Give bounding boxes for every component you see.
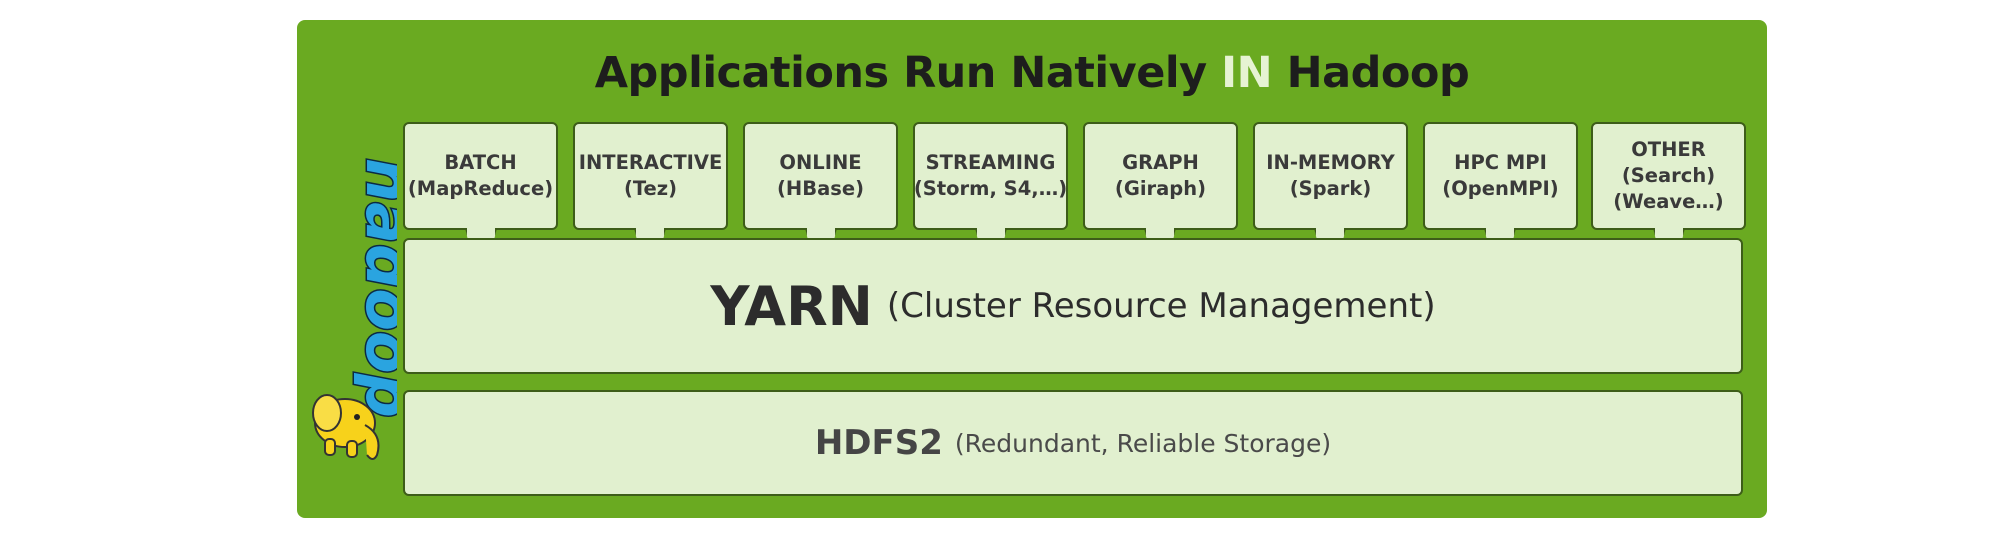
- hdfs-description: (Redundant, Reliable Storage): [954, 428, 1332, 458]
- app-other: OTHER (Search) (Weave…): [1591, 122, 1746, 230]
- app-engine: (Giraph): [1114, 177, 1207, 200]
- app-hpc-mpi: HPC MPI (OpenMPI): [1423, 122, 1578, 230]
- app-graph: GRAPH (Giraph): [1083, 122, 1238, 230]
- app-engine: (Storm, S4,…): [913, 177, 1068, 200]
- yarn-description: (Cluster Resource Management): [886, 286, 1436, 326]
- title-main: Applications Run Natively: [594, 48, 1207, 98]
- yarn-name: YARN: [710, 274, 873, 338]
- app-engine: (Tez): [623, 177, 678, 200]
- app-engine: (Spark): [1289, 177, 1372, 200]
- app-in-memory: IN-MEMORY (Spark): [1253, 122, 1408, 230]
- hdfs-name: HDFS2: [814, 423, 943, 463]
- app-engine: (MapReduce): [407, 177, 554, 200]
- app-type: BATCH: [444, 150, 517, 174]
- elephant-icon: [312, 394, 380, 460]
- title-highlight: IN: [1221, 48, 1273, 98]
- hadoop-logo: hadoop: [312, 157, 397, 460]
- hdfs-layer: HDFS2 (Redundant, Reliable Storage): [403, 390, 1743, 496]
- app-type: HPC MPI: [1454, 150, 1547, 174]
- diagram-title: Applications Run Natively IN Hadoop: [297, 48, 1767, 98]
- app-type: OTHER: [1631, 137, 1706, 161]
- app-type: STREAMING: [925, 150, 1056, 174]
- app-interactive: INTERACTIVE (Tez): [573, 122, 728, 230]
- yarn-layer: YARN (Cluster Resource Management): [403, 238, 1743, 374]
- title-tail: Hadoop: [1286, 48, 1470, 98]
- app-engine-extra: (Weave…): [1613, 190, 1724, 214]
- app-type: GRAPH: [1122, 150, 1199, 174]
- app-online: ONLINE (HBase): [743, 122, 898, 230]
- app-type: ONLINE: [779, 150, 862, 174]
- hadoop-wordmark: hadoop: [352, 158, 397, 418]
- app-engine: (OpenMPI): [1442, 177, 1559, 200]
- app-batch: BATCH (MapReduce): [403, 122, 558, 230]
- app-engine: (HBase): [777, 177, 864, 200]
- app-streaming: STREAMING (Storm, S4,…): [913, 122, 1068, 230]
- app-type: IN-MEMORY: [1266, 150, 1395, 174]
- hadoop-stack-panel: Applications Run Natively IN Hadoop hado…: [297, 20, 1767, 518]
- app-engine: (Search): [1621, 163, 1716, 187]
- app-type: INTERACTIVE: [578, 150, 723, 174]
